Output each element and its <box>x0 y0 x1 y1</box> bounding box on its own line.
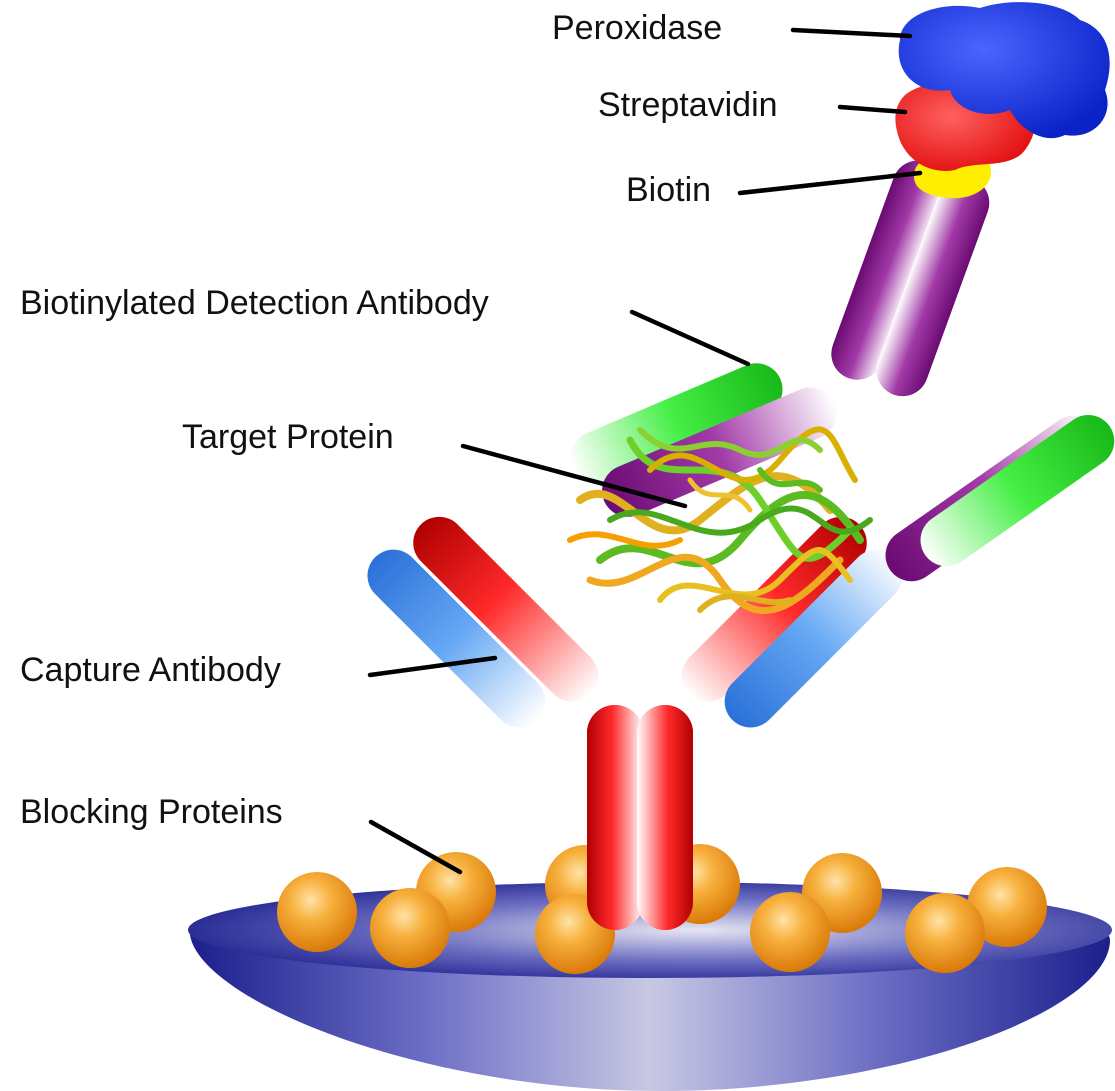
target-protein <box>567 426 873 615</box>
label-target-protein: Target Protein <box>182 418 394 456</box>
label-streptavidin: Streptavidin <box>598 86 778 124</box>
blocking-proteins <box>277 844 1047 974</box>
label-blocking-proteins: Blocking Proteins <box>20 793 283 831</box>
label-capture-antibody: Capture Antibody <box>20 651 281 689</box>
leader-lines <box>367 27 923 875</box>
label-biotin: Biotin <box>626 171 711 209</box>
label-peroxidase: Peroxidase <box>552 9 722 47</box>
labels: Peroxidase Streptavidin Biotin Biotinyla… <box>20 9 778 831</box>
capture-antibody-stem <box>587 705 693 930</box>
peroxidase <box>898 2 1110 139</box>
detection-antibody <box>571 160 1115 582</box>
label-detection-antibody: Biotinylated Detection Antibody <box>20 284 489 322</box>
